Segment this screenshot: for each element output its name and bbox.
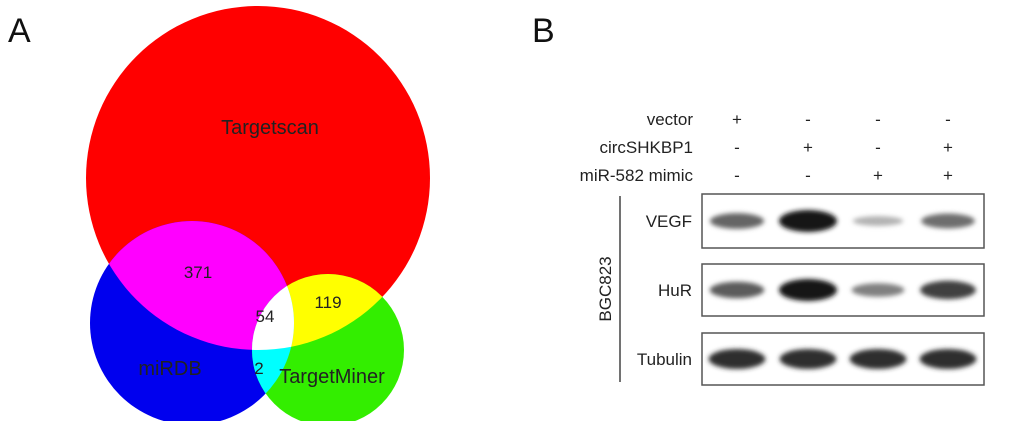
condition-sign: + xyxy=(873,166,883,185)
condition-sign: + xyxy=(943,166,953,185)
venn-overlap-targetscan-mirdb xyxy=(90,221,294,350)
blot-band xyxy=(779,210,837,232)
venn-count-mirdb-targetminer: 2 xyxy=(254,359,263,378)
condition-row-circshkbp1: circSHKBP1 - + - + xyxy=(599,138,953,157)
condition-label: vector xyxy=(647,110,694,129)
condition-label: circSHKBP1 xyxy=(599,138,693,157)
condition-sign: - xyxy=(734,138,740,157)
condition-row-vector: vector + - - - xyxy=(647,110,951,129)
venn-label-targetminer: TargetMiner xyxy=(279,366,385,388)
venn-count-targetscan-mirdb: 371 xyxy=(184,263,212,282)
condition-sign: + xyxy=(732,110,742,129)
blot-band xyxy=(851,283,905,297)
blot-band xyxy=(779,279,837,301)
condition-sign: + xyxy=(803,138,813,157)
condition-sign: - xyxy=(734,166,740,185)
blot-band xyxy=(852,216,904,226)
blot-label: VEGF xyxy=(646,212,692,231)
blot-label: HuR xyxy=(658,281,692,300)
venn-count-all-three: 54 xyxy=(256,307,275,326)
condition-sign: - xyxy=(875,138,881,157)
blot-band xyxy=(779,349,837,369)
condition-sign: - xyxy=(805,110,811,129)
condition-row-mir-582-mimic: miR-582 mimic - - + + xyxy=(580,166,953,185)
venn-label-targetscan: Targetscan xyxy=(221,117,319,139)
blot-band xyxy=(708,349,766,369)
venn-diagram: Targetscan miRDB TargetMiner 371 119 54 … xyxy=(86,6,430,421)
blot-panels: VEGF HuR Tubulin xyxy=(637,193,985,386)
condition-sign: - xyxy=(945,110,951,129)
western-blot: vector + - - - circSHKBP1 - + - + miR-58… xyxy=(580,110,985,386)
condition-sign: - xyxy=(805,166,811,185)
condition-label: miR-582 mimic xyxy=(580,166,694,185)
venn-label-mirdb: miRDB xyxy=(138,358,201,380)
cell-line-label: BGC823 xyxy=(596,256,615,321)
panel-a-letter: A xyxy=(8,12,31,50)
panel-b-letter: B xyxy=(532,12,555,50)
blot-band xyxy=(920,280,976,300)
blot-band xyxy=(919,349,977,369)
venn-count-targetscan-targetminer: 119 xyxy=(314,293,341,312)
blot-label: Tubulin xyxy=(637,350,692,369)
blot-band xyxy=(921,213,975,229)
condition-sign: + xyxy=(943,138,953,157)
venn-overlap-all-three xyxy=(252,274,294,350)
blot-band xyxy=(709,281,765,299)
blot-band xyxy=(709,213,765,229)
blot-band xyxy=(849,349,907,369)
condition-sign: - xyxy=(875,110,881,129)
